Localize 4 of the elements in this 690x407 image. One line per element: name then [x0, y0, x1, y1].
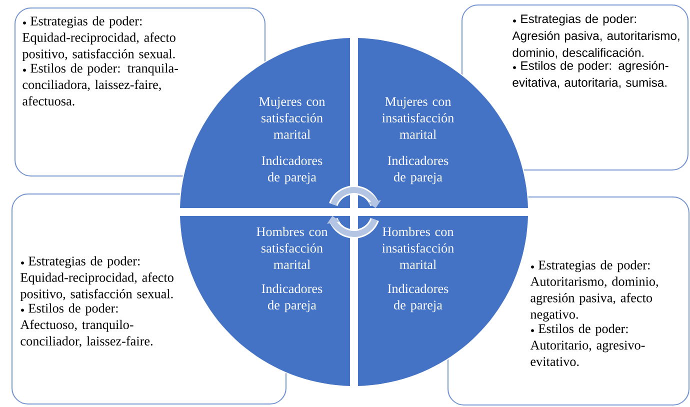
text-box: Estrategias de poder: Agresión pasiva, autoritarismo, dominio, descalificación. Estilos de poder: agresión-evitativa, autoritaria, sumisa.	[462, 4, 688, 170]
quadrant-segment: Mujeres con satisfacción marital Indicadores de pareja	[180, 38, 350, 208]
quadrant-segment: Hombres con satisfacción marital Indicadores de pareja	[180, 216, 350, 386]
quadrant-segment: Hombres con insatisfacción marital Indicadores de pareja	[358, 216, 528, 386]
